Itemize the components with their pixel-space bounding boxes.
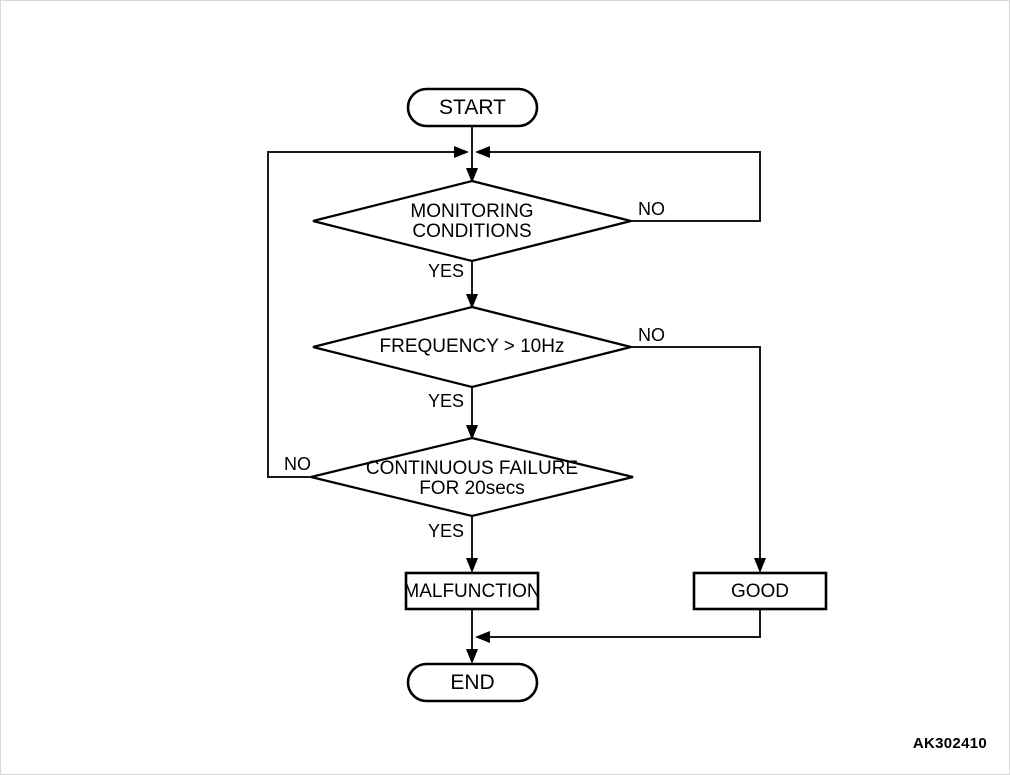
edge-label-continuous-no: NO <box>284 454 311 474</box>
start-shape <box>406 87 539 128</box>
decision-monitoring-label-line1: MONITORING <box>410 201 533 222</box>
node-decision-frequency[interactable]: FREQUENCY > 10Hz <box>312 305 632 389</box>
connector-continuous-no-loopback <box>267 146 469 478</box>
node-end[interactable]: END <box>406 662 539 703</box>
decision-continuous-shape <box>310 436 634 518</box>
connector-junction-to-monitoring <box>466 154 478 183</box>
node-malfunction[interactable]: MALFUNCTION <box>403 571 541 611</box>
node-good[interactable]: GOOD <box>692 571 828 611</box>
decision-monitoring-label-line2: CONDITIONS <box>412 221 531 242</box>
edge-label-continuous-yes: YES <box>428 521 464 541</box>
decision-continuous-label-line2: FOR 20secs <box>419 478 525 499</box>
node-start[interactable]: START <box>406 87 539 128</box>
end-shape <box>406 662 539 703</box>
connector-continuous-yes-to-malfunction <box>466 516 478 573</box>
end-label: END <box>450 671 494 694</box>
connector-frequency-yes-to-continuous <box>466 383 478 440</box>
good-shape <box>692 571 828 611</box>
connector-monitoring-yes-to-frequency <box>466 261 478 309</box>
edge-label-monitoring-yes: YES <box>428 261 464 281</box>
edge-label-frequency-no: NO <box>638 325 665 345</box>
connector-malfunction-to-end <box>466 609 478 664</box>
connector-good-to-end <box>475 609 761 643</box>
decision-frequency-shape <box>312 305 632 389</box>
node-decision-monitoring[interactable]: MONITORING CONDITIONS <box>312 179 632 263</box>
figure-code-label: AK302410 <box>912 735 987 752</box>
malfunction-label: MALFUNCTION <box>403 581 540 602</box>
start-label: START <box>439 96 506 119</box>
node-decision-continuous[interactable]: CONTINUOUS FAILURE FOR 20secs <box>310 436 634 518</box>
connector-monitoring-no-loopback <box>475 146 761 222</box>
good-label: GOOD <box>731 581 789 602</box>
decision-frequency-label-line1: FREQUENCY > 10Hz <box>380 336 565 357</box>
edge-label-frequency-yes: YES <box>428 391 464 411</box>
malfunction-shape <box>404 571 540 611</box>
decision-continuous-label-line1: CONTINUOUS FAILURE <box>366 458 578 479</box>
connector-frequency-no-to-good <box>631 346 766 573</box>
decision-monitoring-shape <box>312 179 632 263</box>
edge-label-monitoring-no: NO <box>638 199 665 219</box>
